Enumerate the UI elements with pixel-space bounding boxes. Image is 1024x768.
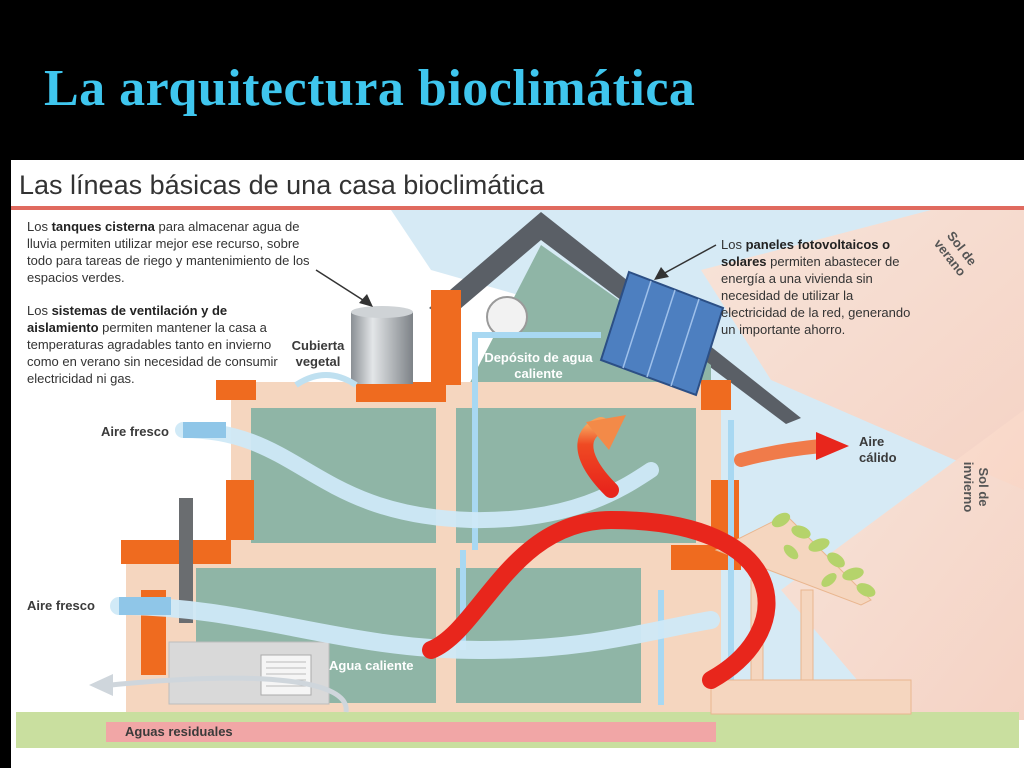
ventilation-note: Los sistemas de ventilación y de aislami… bbox=[27, 302, 292, 387]
heading-rule bbox=[11, 206, 1024, 210]
roof bbox=[429, 212, 801, 424]
wastewater-label: Aguas residuales bbox=[125, 724, 233, 739]
hot-water-label: Agua caliente bbox=[329, 658, 414, 673]
boiler-grille bbox=[260, 654, 312, 696]
wastewater-pipe bbox=[110, 675, 349, 713]
vent-pipe bbox=[179, 498, 193, 623]
warm-air-arrowhead-out bbox=[816, 432, 849, 460]
fresh-air-label-bottom: Aire fresco bbox=[27, 598, 95, 613]
warm-air-label: Aire cálido bbox=[859, 434, 897, 465]
fresh-air-arrow-upper bbox=[183, 422, 226, 438]
warm-air-flow-out bbox=[734, 439, 828, 467]
solar-note-bold: paneles fotovoltaicos o solares bbox=[721, 237, 891, 269]
warm-air-arrowhead-up bbox=[586, 415, 626, 450]
house-diagram bbox=[11, 206, 1024, 748]
fresh-air-label-top: Aire fresco bbox=[101, 424, 169, 439]
hot-water-tank-label: Depósito de agua caliente bbox=[484, 350, 593, 381]
cistern-tank bbox=[351, 312, 413, 384]
fresh-air-arrow-lower bbox=[119, 597, 171, 615]
cistern-top bbox=[351, 306, 413, 318]
cistern-callout-line bbox=[315, 269, 367, 303]
diagram-title: Las líneas básicas de una casa bioclimát… bbox=[19, 170, 545, 200]
orange-chimney bbox=[431, 290, 461, 385]
ventilation-note-bold: sistemas de ventilación y de aislamiento bbox=[27, 303, 228, 335]
summer-sun-beam bbox=[701, 210, 1024, 490]
solar-callout-line bbox=[660, 244, 717, 276]
winter-sun-beam bbox=[781, 410, 1024, 720]
solar-note-post: permiten abastecer de energía a una vivi… bbox=[721, 254, 911, 337]
orange-beam bbox=[356, 382, 446, 402]
wastewater-arrowhead bbox=[89, 674, 113, 696]
wastewater-band bbox=[106, 722, 716, 742]
orange-beam bbox=[226, 480, 254, 540]
cistern-note-pre: Los bbox=[27, 219, 52, 234]
solar-panel-note: Los paneles fotovoltaicos o solares perm… bbox=[721, 236, 921, 338]
orange-beam bbox=[701, 380, 731, 410]
green-roof-pipe bbox=[294, 372, 358, 388]
hot-water-pipe bbox=[472, 332, 601, 550]
orange-beam bbox=[216, 380, 256, 400]
winter-sun-label: Sol de invierno bbox=[961, 461, 991, 513]
cistern-note: Los tanques cisterna para almacenar agua… bbox=[27, 218, 327, 286]
ventilation-note-post: permiten mantener la casa a temperaturas… bbox=[27, 320, 278, 386]
slide-title: La arquitectura bioclimática bbox=[44, 60, 696, 117]
cistern-note-bold: tanques cisterna bbox=[51, 219, 155, 234]
solar-heater-dish bbox=[486, 296, 528, 338]
room-upper-left bbox=[251, 408, 436, 543]
solar-note-pre: Los bbox=[721, 237, 746, 252]
photovoltaic-panel bbox=[599, 270, 725, 397]
cistern-note-post: para almacenar agua de lluvia permiten u… bbox=[27, 219, 310, 285]
green-roof-label: Cubierta vegetal bbox=[291, 338, 345, 369]
ventilation-note-pre: Los bbox=[27, 303, 52, 318]
pergola-deck bbox=[710, 679, 912, 715]
warm-air-flow-lower bbox=[422, 510, 776, 689]
plant-leaves bbox=[771, 512, 876, 597]
fresh-air-flow-lower bbox=[110, 597, 720, 660]
orange-beam bbox=[121, 540, 231, 564]
diagram-panel: Las líneas básicas de una casa bioclimát… bbox=[11, 160, 1024, 768]
